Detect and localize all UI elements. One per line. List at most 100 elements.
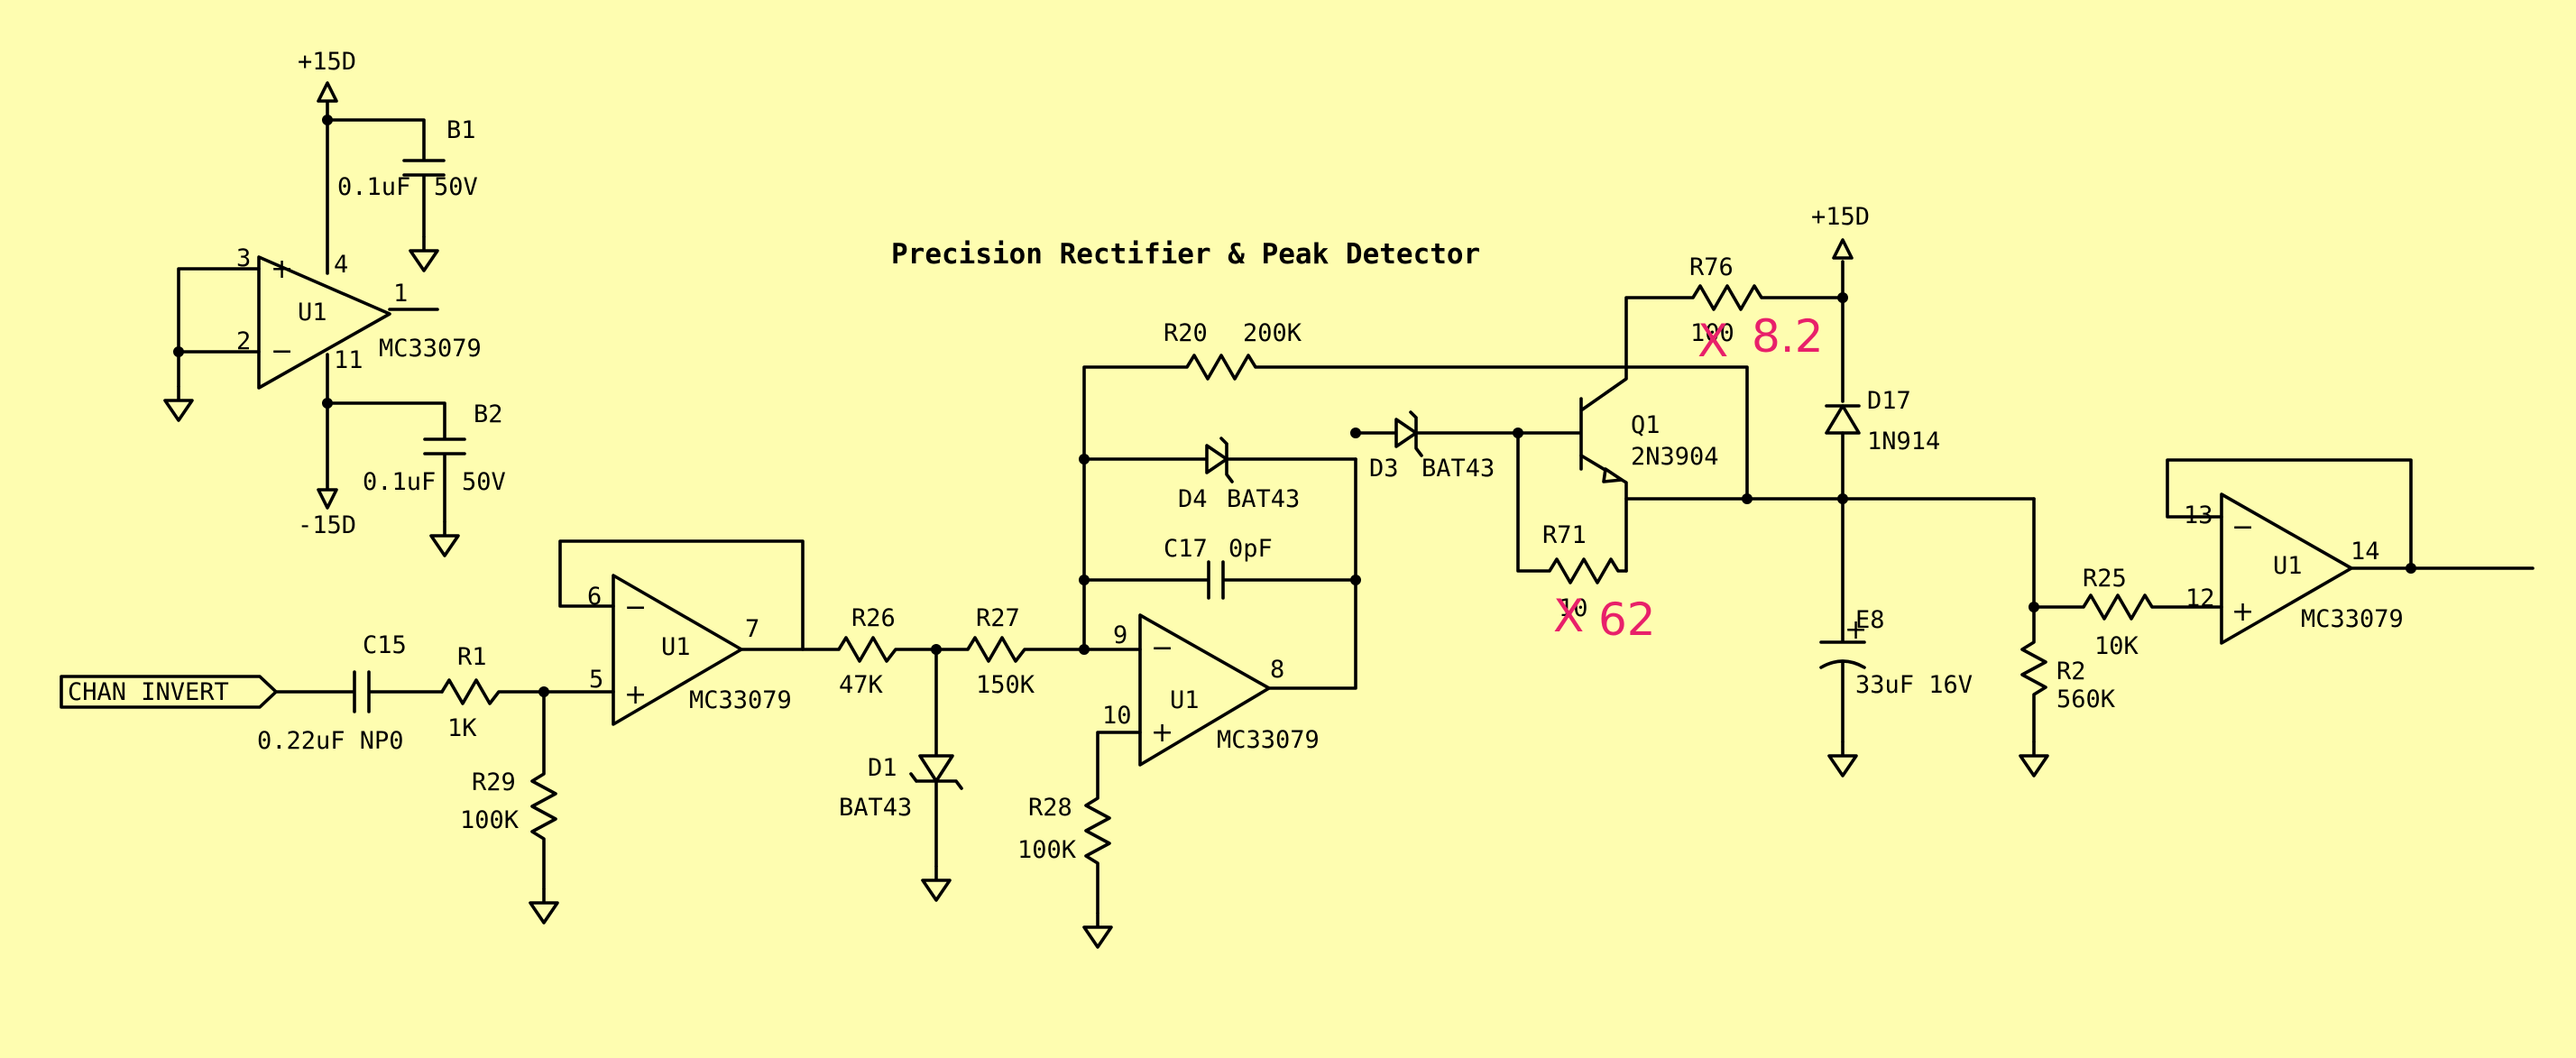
res-ref: R28 xyxy=(1028,794,1072,822)
res-ref: R1 xyxy=(457,643,487,671)
res-value: 10 xyxy=(1559,594,1588,622)
ground-symbol xyxy=(529,887,559,925)
cap-value: 0.1uF xyxy=(337,173,410,201)
opamp-ref: U1 xyxy=(1170,686,1200,714)
cap-ref: B1 xyxy=(446,116,476,144)
ground-symbol xyxy=(921,864,952,902)
plus-sign: + xyxy=(624,679,647,711)
res-value: 1K xyxy=(447,714,477,742)
pin-number: 13 xyxy=(2184,501,2213,529)
res-value: 200K xyxy=(1243,319,1302,347)
rail-label: +15D xyxy=(298,48,356,76)
opamp-part: MC33079 xyxy=(689,686,792,714)
rail-label: -15D xyxy=(298,511,356,539)
res-value: 100K xyxy=(1017,836,1077,864)
junction-dot xyxy=(2406,563,2416,574)
plus-sign: + xyxy=(271,253,293,285)
res-value: 10K xyxy=(2094,632,2139,660)
diode-part: BAT43 xyxy=(1227,485,1300,513)
cap-ref: E8 xyxy=(1855,606,1885,634)
ground-symbol xyxy=(409,235,439,272)
wire-r28 xyxy=(1084,731,1142,915)
wire-r71 xyxy=(1516,431,1628,584)
wire-r1-r29 xyxy=(440,678,557,890)
res-value: 560K xyxy=(2056,685,2116,713)
opamp-triangle xyxy=(1138,613,1271,767)
wire-c17 xyxy=(1082,560,1357,690)
pin-number: 14 xyxy=(2351,538,2380,566)
junction-dot xyxy=(931,644,942,655)
junction-dot xyxy=(1079,454,1090,465)
cap-rating: 50V xyxy=(434,173,478,201)
res-ref: R71 xyxy=(1542,521,1587,549)
wire-q1-emitter xyxy=(1579,454,1628,573)
junction-dot xyxy=(1742,493,1753,504)
wire-b1 xyxy=(326,118,446,238)
wire-r25 xyxy=(2032,593,2223,621)
res-ref: R2 xyxy=(2056,658,2086,685)
transistor-ref: Q1 xyxy=(1631,411,1661,439)
pin-number: 7 xyxy=(745,615,759,643)
peak-detector: + R76 100 Q1 2N3904 R71 10 D3 BAT43 +15D… xyxy=(1354,203,2223,777)
power-arrow xyxy=(317,81,338,103)
rail-label: +15D xyxy=(1811,203,1870,231)
wire xyxy=(1825,404,1861,501)
minus-sign: − xyxy=(271,336,293,367)
res-value: 150K xyxy=(976,671,1035,699)
wire-e8 xyxy=(1819,497,1866,743)
wire-b2 xyxy=(326,401,466,523)
rectifier-stage: R26 47K R27 150K D1 BAT43 − + R20 200K D… xyxy=(801,319,1749,949)
wire-c15 xyxy=(274,670,444,713)
markup-value: 62 xyxy=(1598,593,1656,646)
diode-d4 xyxy=(1205,444,1228,474)
diode-ref: D4 xyxy=(1178,485,1208,513)
supply-decoupling-block: + − +15D -15D U1 MC33079 3 2 4 11 1 B1 0… xyxy=(163,48,506,557)
opamp-part: MC33079 xyxy=(379,335,482,363)
wire xyxy=(909,772,963,868)
wire xyxy=(177,267,261,388)
res-value: 100K xyxy=(460,806,520,834)
schematic-title: Precision Rectifier & Peak Detector xyxy=(891,238,1480,271)
res-ref: R20 xyxy=(1164,319,1208,347)
res-value: 100 xyxy=(1690,319,1734,347)
markup-strike: X xyxy=(1553,590,1584,642)
cap-value: 0.22uF NP0 xyxy=(257,727,404,755)
pin-number: 9 xyxy=(1113,621,1127,649)
junction-dot xyxy=(173,346,184,357)
junction-dot xyxy=(322,398,333,409)
opamp-part: MC33079 xyxy=(2301,605,2404,633)
opamp-ref: U1 xyxy=(298,299,327,327)
pin-number: 1 xyxy=(393,280,408,308)
diode-part: 1N914 xyxy=(1867,428,1940,455)
wire-feedback xyxy=(558,539,805,651)
minus-sign: − xyxy=(1151,632,1173,664)
input-port[interactable] xyxy=(60,675,278,709)
res-ref: R27 xyxy=(976,604,1020,632)
pin-number: 3 xyxy=(236,244,251,272)
pin-number: 8 xyxy=(1270,656,1284,684)
junction-dot xyxy=(1079,575,1090,585)
diode-ref: D17 xyxy=(1867,387,1911,415)
opamp-ref: U1 xyxy=(2273,552,2303,580)
diode-d1 xyxy=(918,754,954,783)
diode-d3 xyxy=(1394,418,1418,448)
wire-r2 xyxy=(2020,497,2047,743)
wire-feedback xyxy=(2166,458,2535,570)
res-ref: R76 xyxy=(1689,253,1734,281)
cap-ref: C15 xyxy=(363,631,407,659)
cap-rating: 50V xyxy=(462,468,506,496)
diode-ref: D1 xyxy=(868,754,897,782)
transistor-part: 2N3904 xyxy=(1631,443,1719,471)
cap-value: 0pF xyxy=(1228,535,1273,563)
plus-sign: + xyxy=(1845,614,1867,646)
pin-number: 12 xyxy=(2185,584,2215,612)
junction-dot xyxy=(1350,575,1361,585)
ground-symbol xyxy=(1827,740,1858,777)
cap-ref: B2 xyxy=(474,400,503,428)
minus-sign: − xyxy=(2231,511,2254,543)
ground-symbol xyxy=(429,520,460,557)
input-port-label: CHAN INVERT xyxy=(68,678,229,706)
cap-value: 33uF 16V xyxy=(1855,671,1973,699)
diode-ref: D3 xyxy=(1369,455,1399,483)
